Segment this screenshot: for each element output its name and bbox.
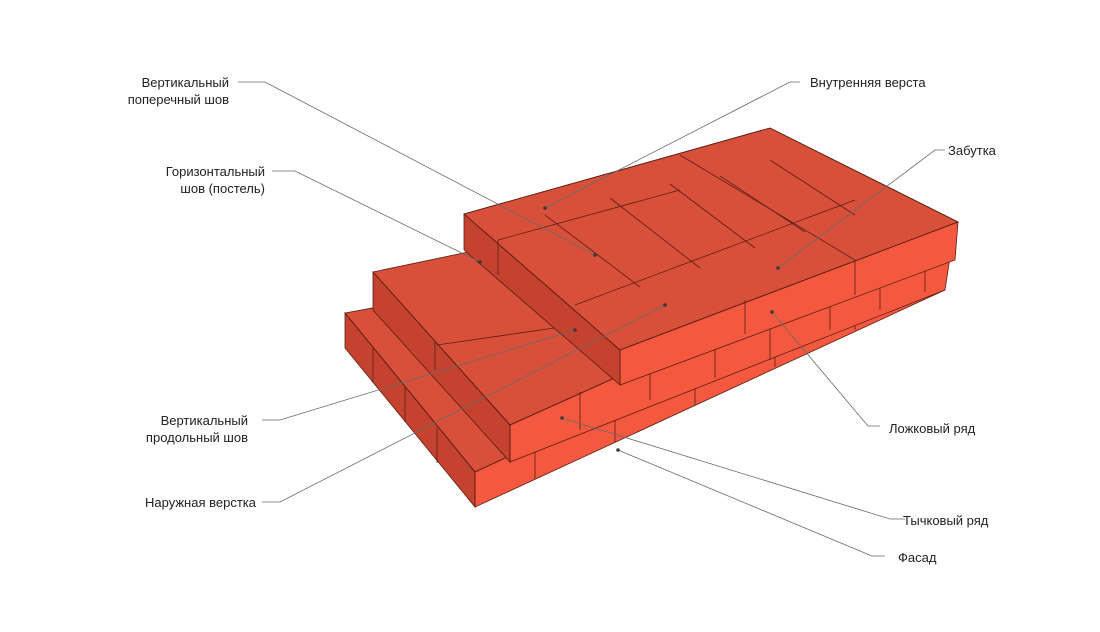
label-horizontal-seam: Горизонтальный шов (постель) [165, 164, 265, 196]
label-stretcher-row: Ложковый ряд [889, 421, 976, 436]
top-layer [463, 127, 959, 386]
label-fill: Забутка [948, 143, 996, 158]
label-facade: Фасад [898, 550, 937, 565]
label-header-row: Тычковый ряд [903, 513, 989, 528]
label-vertical-cross-seam: Вертикальный поперечный шов [127, 75, 229, 107]
label-outer-verst: Наружная верстка [145, 495, 256, 510]
leader-lines [238, 81, 945, 557]
label-vertical-long-seam: Вертикальный продольный шов [145, 413, 248, 445]
label-inner-verst: Внутренняя верста [810, 75, 926, 90]
